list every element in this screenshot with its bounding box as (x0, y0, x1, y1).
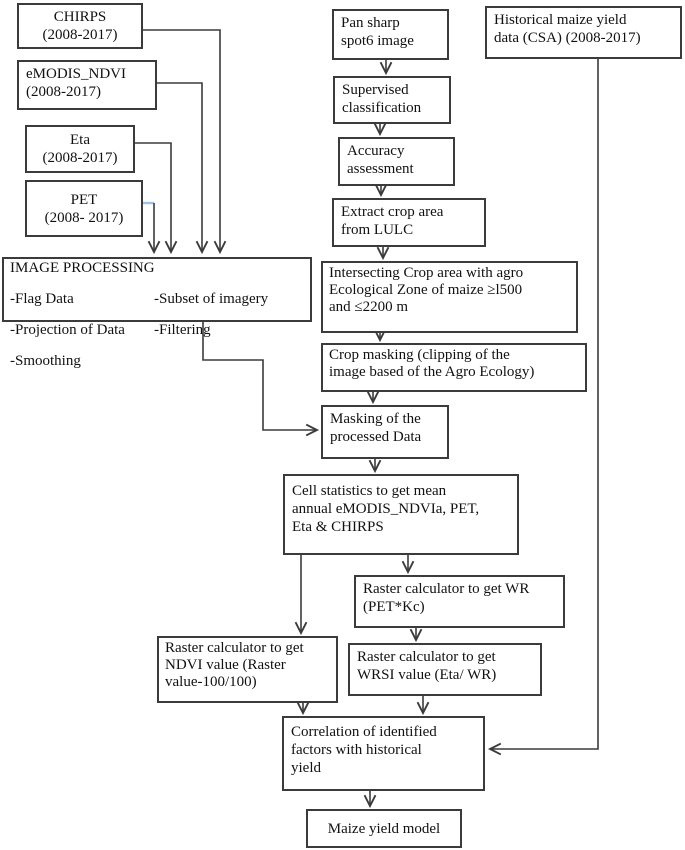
box-accuracy-assessment: Accuracy assessment (338, 137, 455, 186)
image-processing-left-column: -Flag Data -Projection of Data -Smoothin… (10, 277, 154, 370)
image-processing-right-column: -Subset of imagery -Filtering (154, 277, 304, 370)
box-extract-crop-area: Extract crop area from LULC (332, 198, 486, 247)
box-crop-masking: Crop masking (clipping of the image base… (321, 343, 587, 392)
ip-item-projection: -Projection of Data (10, 322, 125, 338)
ip-item-flag-data: -Flag Data (10, 291, 74, 307)
box-raster-calculator-wr: Raster calculator to get WR (PET*Kc) (354, 575, 565, 628)
ip-item-filtering: -Filtering (154, 322, 211, 338)
image-processing-title: IMAGE PROCESSING (10, 260, 155, 276)
box-maize-yield-model: Maize yield model (306, 809, 462, 848)
box-raster-calculator-wrsi: Raster calculator to get WRSI value (Eta… (348, 643, 542, 696)
box-emodis-ndvi: eMODIS_NDVI (2008-2017) (17, 60, 157, 110)
box-chirps: CHIRPS (2008-2017) (17, 3, 143, 49)
box-raster-calculator-ndvi: Raster calculator to get NDVI value (Ras… (157, 636, 338, 703)
box-pan-sharp: Pan sharp spot6 image (332, 9, 449, 60)
box-historical-maize-yield: Historical maize yield data (CSA) (2008-… (485, 6, 682, 59)
box-cell-statistics: Cell statistics to get mean annual eMODI… (283, 474, 519, 555)
box-supervised-classification: Supervised classification (333, 76, 451, 124)
box-image-processing: IMAGE PROCESSING -Flag Data -Projection … (2, 257, 312, 369)
box-masking-processed-data: Masking of the processed Data (321, 405, 449, 459)
ip-item-smoothing: -Smoothing (10, 353, 81, 369)
connector-emodis-to-image-processing (156, 82, 209, 255)
box-intersecting-crop-area: Intersecting Crop area with agro Ecologi… (321, 261, 578, 333)
box-eta: Eta (2008-2017) (25, 125, 135, 173)
ip-item-subset: -Subset of imagery (154, 291, 269, 307)
box-correlation: Correlation of identified factors with h… (282, 716, 485, 791)
box-pet: PET (2008- 2017) (25, 180, 143, 237)
